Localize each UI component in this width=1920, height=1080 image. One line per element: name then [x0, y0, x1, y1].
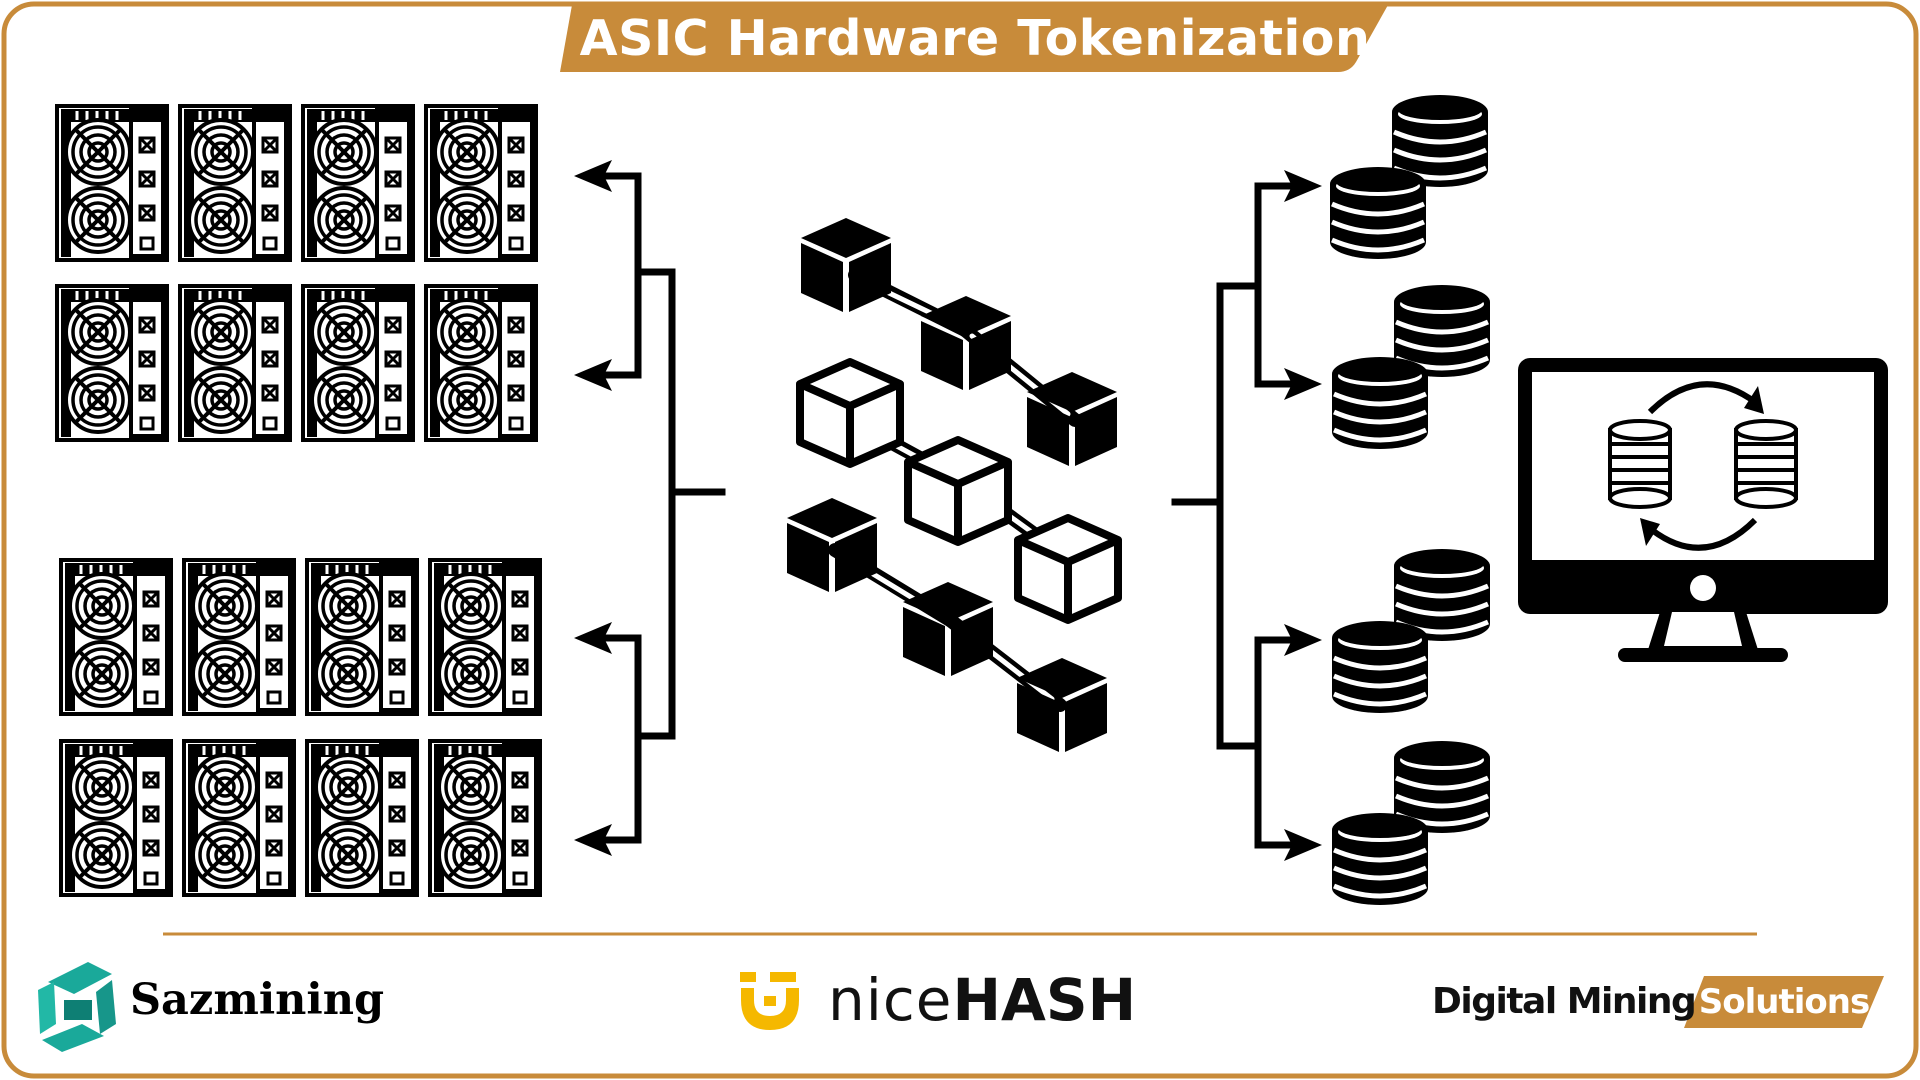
- asic-miner-icon: [57, 106, 167, 260]
- nicehash-logo-text: niceHASH: [828, 962, 1136, 1038]
- asic-miners-top-bank: [57, 106, 536, 440]
- asic-miner-icon: [303, 286, 413, 440]
- asic-miner-icon: [184, 741, 294, 895]
- coin-stack-icon: [1332, 741, 1490, 905]
- asic-miner-icon: [430, 741, 540, 895]
- diagram-title: ASIC Hardware Tokenization: [579, 10, 1371, 67]
- asic-miner-icon: [61, 741, 171, 895]
- asic-miner-icon: [180, 286, 290, 440]
- title-banner: [560, 5, 1388, 72]
- sazmining-logo-icon: [38, 962, 116, 1052]
- right-connector-arrows: [1171, 182, 1296, 849]
- coin-stack-icon: [1330, 95, 1488, 259]
- asic-miner-icon: [430, 560, 540, 714]
- coin-stack-icon: [1332, 549, 1490, 713]
- asic-miner-icon: [307, 741, 417, 895]
- asic-miner-icon: [426, 286, 536, 440]
- coin-stack-icon: [1332, 285, 1490, 449]
- nicehash-logo-light: nice: [828, 966, 953, 1034]
- asic-miner-icon: [61, 560, 171, 714]
- dms-logo-text: Digital Mining: [1432, 981, 1697, 1022]
- asic-miners-bottom-bank: [61, 560, 540, 895]
- asic-miner-icon: [426, 106, 536, 260]
- blockchain-cubes-icon: [787, 218, 1118, 752]
- sazmining-logo-text: Sazmining: [130, 975, 385, 1025]
- asic-miner-icon: [184, 560, 294, 714]
- right-arrowheads: [1284, 170, 1322, 861]
- nicehash-logo-bold: HASH: [952, 966, 1137, 1034]
- token-exchange-monitor-icon: [1518, 358, 1888, 662]
- left-connector-arrows: [596, 172, 726, 844]
- asic-miner-icon: [57, 286, 167, 440]
- asic-miner-icon: [307, 560, 417, 714]
- left-arrowheads: [574, 160, 612, 856]
- dms-logo-badge-text: Solutions: [1698, 982, 1870, 1022]
- dms-solutions-badge: [1684, 976, 1884, 1028]
- asic-miner-icon: [180, 106, 290, 260]
- asic-miner-icon: [303, 106, 413, 260]
- nicehash-logo-icon: [740, 972, 799, 1030]
